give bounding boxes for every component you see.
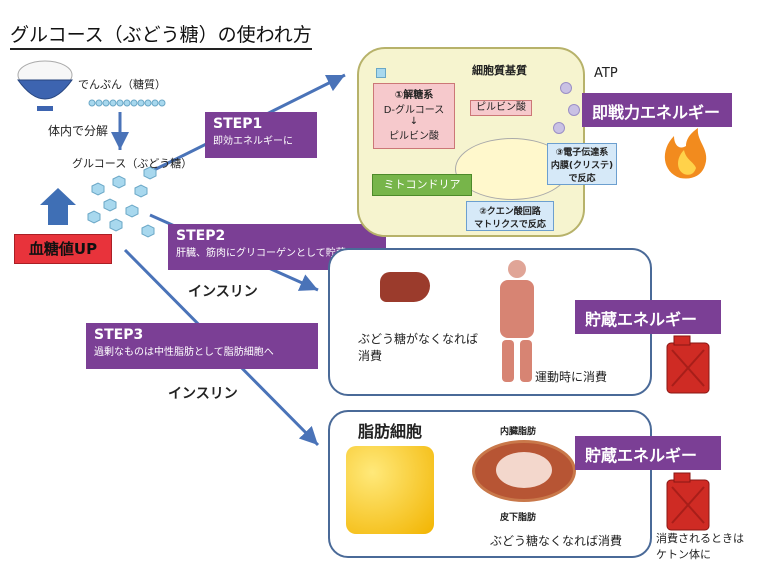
- step3-subtitle: 過剰なものは中性脂肪として脂肪細胞へ: [94, 347, 274, 358]
- liver-icon: [380, 272, 430, 302]
- muscle-leg-icon: [502, 340, 514, 382]
- glycolysis-box: ①解糖系 D-グルコース ↓ ピルビン酸: [373, 83, 455, 149]
- d-glucose-label: D-グルコース: [383, 105, 445, 116]
- atp-label: ATP: [594, 66, 618, 81]
- starch-label: でんぷん（糖質）: [78, 78, 166, 91]
- consume-text-line2: 消費: [358, 349, 383, 363]
- immediate-energy-label: 即戦力エネルギー: [582, 93, 732, 127]
- glucose-label: グルコース（ぶどう糖）: [72, 157, 193, 170]
- exercise-consume-text: 運動時に消費: [535, 370, 608, 384]
- glucose-molecule-icon: [376, 68, 386, 78]
- insulin-label-2: インスリン: [168, 386, 238, 402]
- down-arrow-icon: ↓: [409, 116, 419, 127]
- tca-line2: マトリクスで反応: [474, 220, 546, 230]
- ketone-text-line2: ケトン体に: [656, 548, 711, 561]
- fat-cell-title: 脂肪細胞: [358, 422, 423, 441]
- etc-line3: で反応: [568, 174, 596, 184]
- cytoplasm-title: 細胞質基質: [472, 64, 527, 77]
- tca-line1: ②クエン酸回路: [479, 207, 541, 217]
- abdomen-inner: [496, 452, 552, 488]
- storage-energy-label-2: 貯蔵エネルギー: [575, 436, 721, 470]
- decompose-label: 体内で分解: [48, 124, 109, 138]
- atp-molecule-icon: [560, 82, 572, 94]
- step2-subtitle: 肝臓、筋肉にグリコーゲンとして貯蔵: [176, 248, 346, 259]
- blood-sugar-badge: 血糖値UP: [14, 234, 112, 264]
- muscle-leg-icon: [520, 340, 532, 382]
- insulin-label-1: インスリン: [188, 284, 258, 300]
- step2-title: STEP2: [176, 228, 226, 244]
- glycolysis-label: ①解糖系: [394, 90, 434, 101]
- visceral-fat-label: 内臓脂肪: [500, 427, 537, 437]
- electron-transport-box: ③電子伝達系 内膜(クリステ) で反応: [547, 143, 617, 185]
- muscle-body-icon: [500, 280, 534, 338]
- etc-line2: 内膜(クリステ): [550, 161, 614, 171]
- atp-molecule-icon: [553, 122, 565, 134]
- step3-title: STEP3: [94, 327, 144, 343]
- consume-text-line1: ぶどう糖がなくなれば: [358, 332, 479, 346]
- subcutaneous-fat-label: 皮下脂肪: [500, 513, 537, 523]
- ketone-text-line1: 消費されるときは: [656, 532, 744, 545]
- muscle-body-head-icon: [508, 260, 526, 278]
- step1-subtitle: 即効エネルギーに: [213, 136, 293, 147]
- step1-title: STEP1: [213, 116, 263, 132]
- fat-consume-text: ぶどう糖なくなれば消費: [490, 534, 623, 548]
- mitochondria-label: ミトコンドリア: [372, 174, 472, 196]
- etc-line1: ③電子伝達系: [555, 148, 609, 158]
- step1-box: STEP1 即効エネルギーに: [205, 112, 317, 158]
- tca-cycle-box: ②クエン酸回路 マトリクスで反応: [466, 201, 554, 231]
- pyruvate-box: ピルビン酸: [470, 100, 532, 116]
- page-title: グルコース（ぶどう糖）の使われ方: [10, 20, 312, 50]
- atp-molecule-icon: [568, 104, 580, 116]
- fat-cell-image: [346, 446, 434, 534]
- step3-box: STEP3 過剰なものは中性脂肪として脂肪細胞へ: [86, 323, 318, 369]
- pyruvate-label: ピルビン酸: [389, 131, 439, 142]
- storage-energy-label-1: 貯蔵エネルギー: [575, 300, 721, 334]
